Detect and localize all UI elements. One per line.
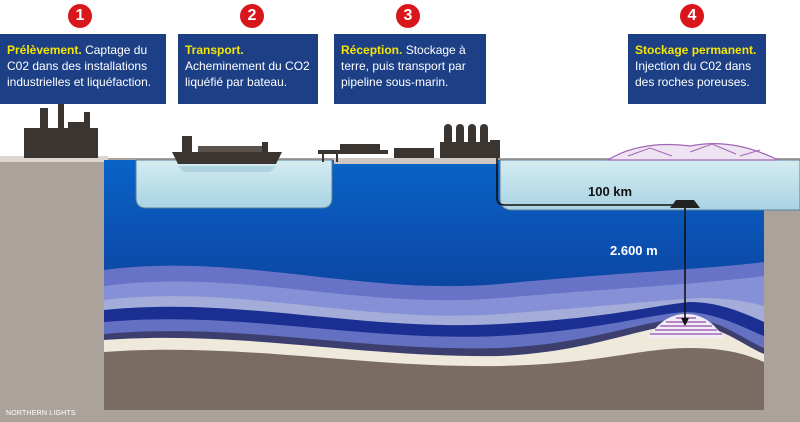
depth-label: 2.600 m — [610, 243, 658, 258]
pipeline — [496, 158, 674, 206]
well-arrow-tip — [681, 318, 689, 326]
step-1-title: Prélèvement. — [7, 43, 82, 57]
step-2-badge: 2 — [240, 4, 264, 28]
step-3-title: Réception. — [341, 43, 403, 57]
step-2-box: Transport. Acheminement du CO2 liquéfié … — [178, 34, 318, 104]
reception-terminal-icon — [318, 124, 500, 162]
step-4-title: Stockage permanent. — [635, 43, 757, 57]
distance-label: 100 km — [588, 184, 633, 199]
basement-rock — [104, 348, 764, 410]
shallow-shelf-right — [499, 159, 800, 211]
step-3-badge: 3 — [396, 4, 420, 28]
credit-label: NORTHERN LIGHTS — [6, 410, 76, 417]
step-2-text: Acheminement du CO2 liquéfié par bateau. — [185, 59, 310, 89]
land-surface-middle — [334, 158, 498, 164]
step-1-box: Prélèvement. Captage du C02 dans des ins… — [0, 34, 166, 104]
step-3-box: Réception. Stockage à terre, puis transp… — [334, 34, 486, 104]
storage-site-icon — [605, 143, 779, 161]
industrial-plant-icon — [24, 100, 98, 158]
step-1-badge: 1 — [68, 4, 92, 28]
step-3-text: Stockage à terre, puis transport par pip… — [341, 43, 466, 89]
step-2-title: Transport. — [185, 43, 244, 57]
step-4-text: Injection du C02 dans des roches poreuse… — [635, 59, 752, 89]
step-4-box: Stockage permanent. Injection du C02 dan… — [628, 34, 766, 104]
step-4-badge: 4 — [680, 4, 704, 28]
ship-icon — [172, 136, 282, 172]
step-1-text: Captage du C02 dans des installations in… — [7, 43, 152, 89]
land-surface-left — [0, 156, 108, 162]
subsea-template — [670, 200, 700, 208]
